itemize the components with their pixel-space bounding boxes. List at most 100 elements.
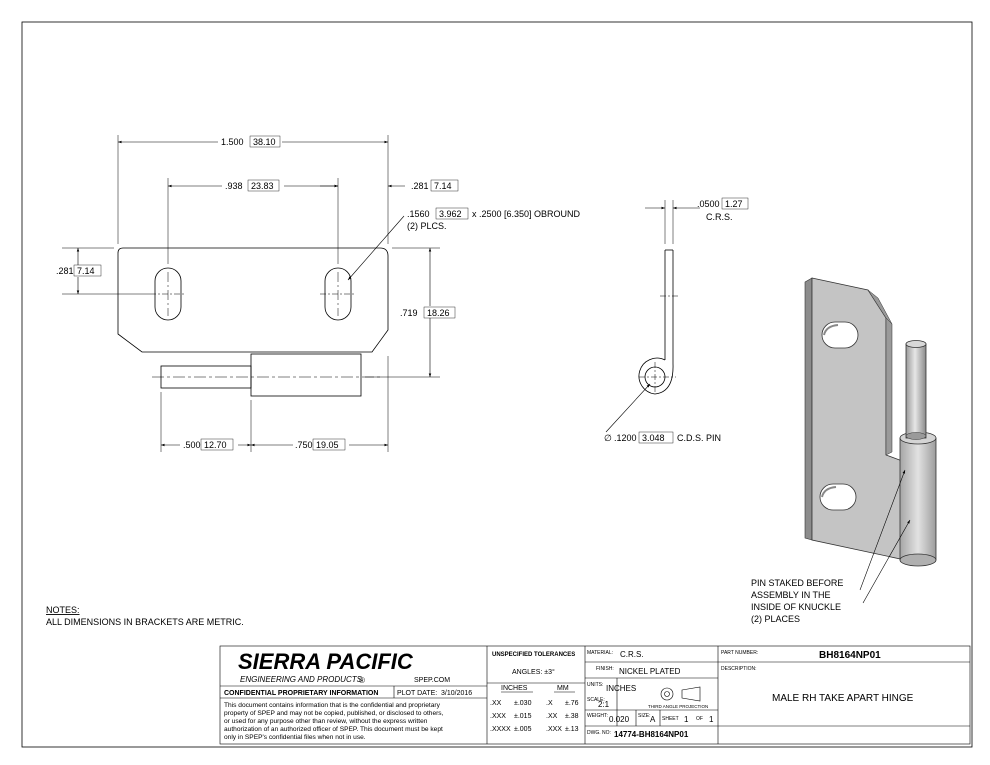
- material-value: C.R.S.: [620, 650, 644, 659]
- confidential-line-4: authorization of an authorized officer o…: [224, 726, 443, 733]
- weight-value: 0.020: [609, 715, 630, 724]
- pin-dia-leader: [605, 383, 651, 433]
- knuckle-outline: [250, 353, 362, 397]
- dim-thickness-material: C.R.S.: [706, 212, 733, 222]
- description-value: MALE RH TAKE APART HINGE: [772, 693, 914, 704]
- weight-label: WEIGHT:: [587, 713, 608, 719]
- company-web: SPEP.COM: [414, 677, 450, 684]
- sheet-value: 1: [684, 715, 689, 724]
- sheet-total: 1: [709, 715, 714, 724]
- tol-row-2-in-val: ±.015: [514, 713, 532, 720]
- iso-pin: [905, 343, 927, 439]
- tol-row-2-mm: .XX: [546, 713, 558, 720]
- tolerances-title: UNSPECIFIED TOLERANCES: [492, 652, 575, 658]
- slot-callout-length: x .2500 [6.350] OBROUND: [472, 209, 581, 219]
- iso-slot-top: [821, 321, 859, 349]
- pin-note-line-3: INSIDE OF KNUCKLE: [751, 602, 841, 612]
- tol-row-2-mm-val: ±.38: [565, 713, 579, 720]
- confidential-line-5: only in SPEP's confidential files when n…: [224, 734, 366, 741]
- title-block: [219, 645, 971, 745]
- dim-left-edge-in: .281: [56, 266, 74, 276]
- of-label: OF: [696, 716, 703, 722]
- dim-overall-mm: 38.10: [253, 137, 276, 147]
- dim-overall-in: 1.500: [221, 137, 244, 147]
- confidential-title: CONFIDENTIAL PROPRIETARY INFORMATION: [224, 690, 378, 697]
- tol-row-1-in-val: ±.030: [514, 700, 532, 707]
- tol-row-3-mm-val: ±.13: [565, 726, 579, 733]
- dim-height-mm: 18.26: [427, 308, 450, 318]
- dim-edge-slot-mm: 7.14: [434, 181, 452, 191]
- front-view: [62, 135, 440, 452]
- tol-row-1-mm-val: ±.76: [565, 700, 579, 707]
- pin-note-line-1: PIN STAKED BEFORE: [751, 578, 843, 588]
- units-label: UNITS:: [587, 682, 603, 688]
- confidential-line-1: This document contains information that …: [224, 702, 441, 709]
- title-block-text: SIERRA PACIFIC ENGINEERING AND PRODUCTS …: [224, 649, 914, 741]
- pin-note-line-2: ASSEMBLY IN THE: [751, 590, 831, 600]
- units-value: INCHES: [606, 684, 636, 693]
- dim-thickness-mm: 1.27: [725, 199, 743, 209]
- iso-knuckle: [899, 437, 937, 561]
- confidential-line-3: or used for any purpose other than revie…: [224, 718, 428, 725]
- tol-row-1-mm: .X: [546, 700, 553, 707]
- dim-thickness-in: .0500: [697, 199, 720, 209]
- registered-mark: ®: [359, 676, 365, 685]
- plot-date-label: PLOT DATE:: [397, 690, 437, 697]
- material-label: MATERIAL:: [587, 650, 613, 656]
- size-label: SIZE:: [638, 713, 651, 719]
- pin-note-line-4: (2) PLACES: [751, 614, 800, 624]
- projection-label: THIRD ANGLE PROJECTION: [648, 704, 708, 709]
- tol-row-2-in: .XXX: [490, 713, 506, 720]
- tol-row-3-mm: .XXX: [546, 726, 562, 733]
- pin-note-leaders: [859, 469, 911, 604]
- slot-callout-qty: (2) PLCS.: [407, 221, 447, 231]
- dim-edge-slot-in: .281: [411, 181, 429, 191]
- side-view-labels: .0500 1.27 C.R.S. ∅ .1200 3.048 C.D.S. P…: [604, 197, 749, 444]
- pin-dia-symbol: ∅: [604, 433, 612, 443]
- notes-title: NOTES:: [46, 605, 80, 615]
- tol-row-1-in: .XX: [490, 700, 502, 707]
- isometric-view: [804, 277, 937, 567]
- dim-left-edge-mm: 7.14: [77, 266, 95, 276]
- front-view-labels: 1.500 38.10 .938 23.83 .281 7.14 .1560 3…: [55, 135, 581, 451]
- confidential-line-2: property of SPEP and may not be copied, …: [224, 710, 444, 717]
- slot-callout-in: .1560: [407, 209, 430, 219]
- plate-outline: [117, 247, 389, 353]
- notes-line-1: ALL DIMENSIONS IN BRACKETS ARE METRIC.: [46, 617, 244, 627]
- iso-plate-edge: [804, 277, 813, 541]
- tol-row-3-in: .XXXX: [490, 726, 511, 733]
- dwg-number: 14774-BH8164NP01: [614, 730, 689, 739]
- pin-dia-mm: 3.048: [642, 433, 665, 443]
- tolerances-angles: ANGLES: ±3°: [512, 668, 555, 676]
- sheet-label: SHEET: [662, 716, 679, 722]
- notes: NOTES: ALL DIMENSIONS IN BRACKETS ARE ME…: [46, 605, 244, 627]
- dim-pin-in: .500: [183, 440, 201, 450]
- iso-slot-bottom: [819, 483, 857, 511]
- company-name: SIERRA PACIFIC: [238, 649, 414, 674]
- scale-label: SCALE:: [587, 697, 605, 703]
- dim-knuckle-mm: 19.05: [316, 440, 339, 450]
- finish-label: FINISH:: [596, 666, 614, 672]
- dim-knuckle-in: .750: [295, 440, 313, 450]
- dim-slot-spacing-in: .938: [225, 181, 243, 191]
- plot-date: 3/10/2016: [441, 690, 472, 697]
- dim-height-in: .719: [400, 308, 418, 318]
- pin-dia-material: C.D.S. PIN: [677, 433, 721, 443]
- dwg-label: DWG. NO:: [587, 730, 611, 736]
- tol-row-3-in-val: ±.005: [514, 726, 532, 733]
- slot-callout-mm: 3.962: [439, 209, 462, 219]
- dim-slot-spacing-mm: 23.83: [251, 181, 274, 191]
- sheet-border: [21, 21, 973, 748]
- finish-value: NICKEL PLATED: [619, 667, 681, 676]
- tolerances-mm-label: MM: [557, 685, 569, 692]
- scale-value: 2:1: [598, 700, 610, 709]
- part-number: BH8164NP01: [819, 650, 881, 661]
- company-subtitle: ENGINEERING AND PRODUCTS: [240, 675, 363, 684]
- size-value: A: [650, 715, 656, 724]
- part-number-label: PART NUMBER:: [721, 650, 758, 656]
- dim-pin-mm: 12.70: [204, 440, 227, 450]
- description-label: DESCRIPTION:: [721, 666, 757, 672]
- pin-note: PIN STAKED BEFORE ASSEMBLY IN THE INSIDE…: [751, 578, 843, 624]
- slot-leader: [347, 215, 405, 281]
